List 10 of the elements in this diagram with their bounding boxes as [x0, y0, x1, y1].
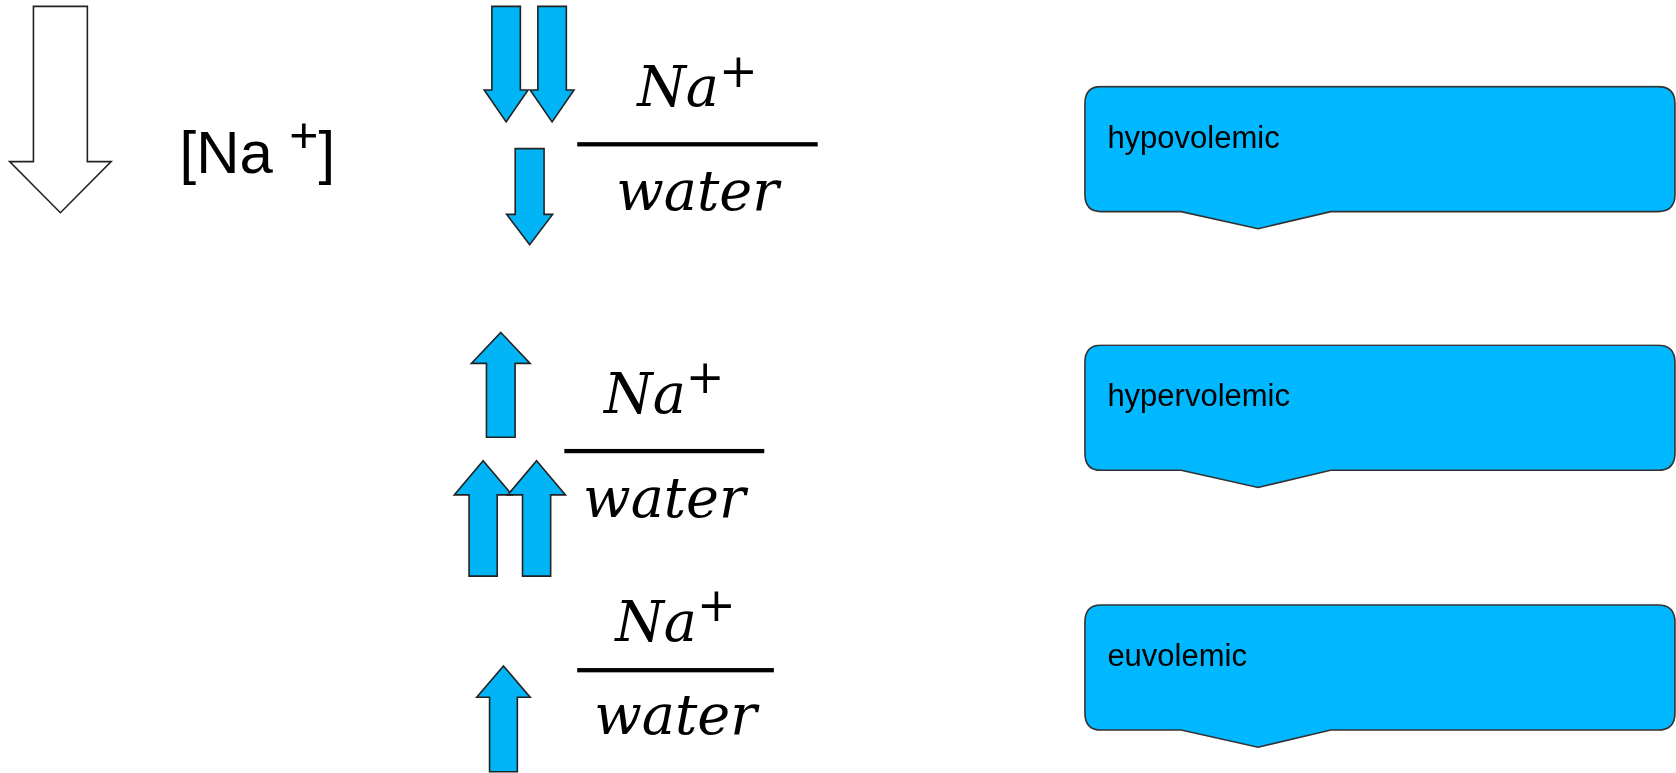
formula-numerator: Na$^{+}$ [613, 582, 737, 650]
ion-label: [Na $^{+}$] [179, 110, 336, 183]
callout-text: euvolemic [1107, 640, 1247, 672]
formula-denominator: water [577, 687, 774, 743]
callout-text: hypovolemic [1107, 121, 1280, 153]
callout-text: hypervolemic [1107, 380, 1290, 412]
formula-denominator: water [577, 162, 818, 219]
formula-numerator: Na$^{+}$ [602, 354, 726, 422]
formula-denominator: water [564, 470, 765, 526]
formula-numerator: Na$^{+}$ [635, 48, 759, 115]
